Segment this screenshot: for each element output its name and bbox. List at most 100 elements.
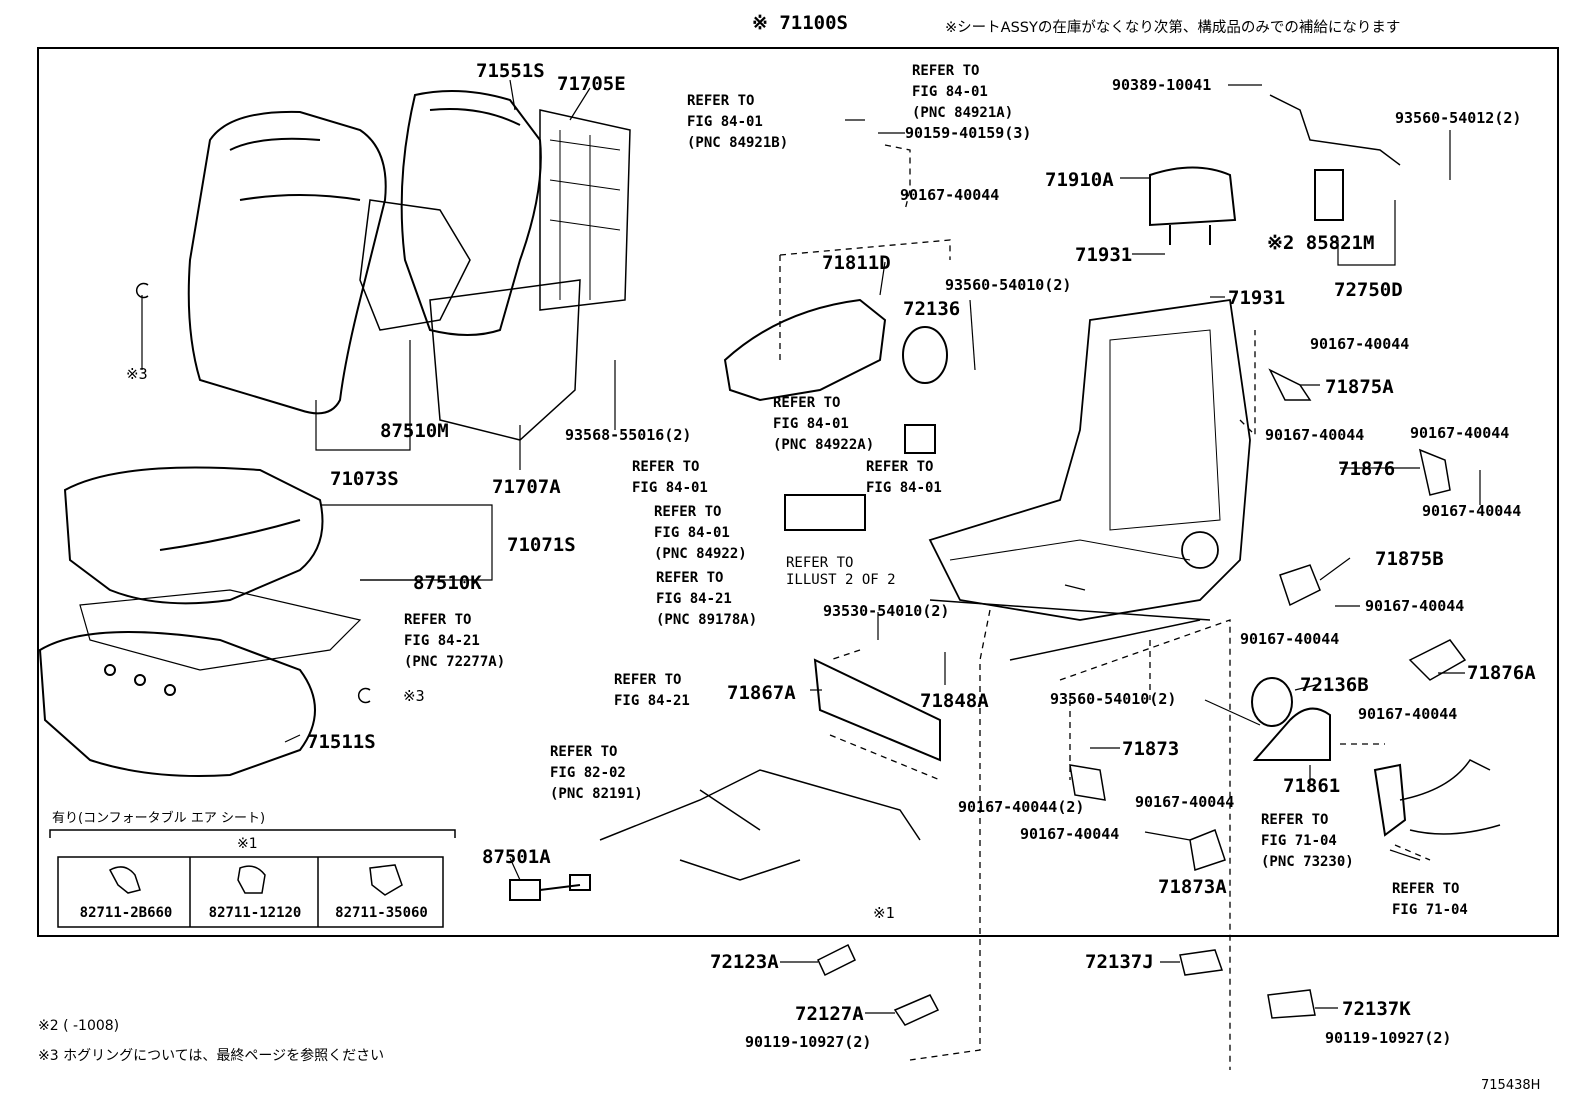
knob-72136B-drawing — [1251, 677, 1293, 727]
part-label[interactable]: ※2 85821M — [1267, 232, 1375, 254]
part-label[interactable]: 71910A — [1045, 169, 1114, 191]
refer-to-block[interactable]: REFER TO FIG 84-21 — [614, 670, 690, 712]
hog-ring-drawing-2 — [357, 687, 371, 704]
refer-to-block[interactable]: REFER TO FIG 84-01 (PNC 84921B) — [687, 91, 788, 154]
assembly-code: ※ 71100S — [752, 12, 848, 34]
ref-line: FIG 84-21 — [656, 591, 732, 607]
part-label[interactable]: 72136 — [903, 298, 961, 320]
clip-part-number[interactable]: 82711-2B660 — [79, 905, 173, 921]
part-label[interactable]: 71873 — [1122, 738, 1180, 760]
part-label[interactable]: 72123A — [710, 951, 779, 973]
part-label[interactable]: 90167-40044 — [1310, 335, 1410, 353]
bracket-71876-drawing — [1418, 448, 1451, 496]
part-label[interactable]: 71073S — [330, 468, 399, 490]
clip-icon-1 — [108, 866, 141, 894]
refer-to-block[interactable]: REFER TO FIG 84-01 — [632, 457, 708, 499]
refer-to-block[interactable]: REFER TO FIG 84-01 (PNC 84922A) — [773, 393, 874, 456]
stock-note: ※シートASSYの在庫がなくなり次第、構成品のみでの補給になります — [945, 20, 1401, 36]
part-label[interactable]: 90119-10927(2) — [745, 1033, 872, 1051]
refer-to-block[interactable]: REFER TO FIG 84-01 — [866, 457, 942, 499]
part-label[interactable]: 90167-40044 — [1422, 502, 1522, 520]
part-label[interactable]: 71511S — [307, 731, 376, 753]
part-label[interactable]: 90167-40044 — [1365, 597, 1465, 615]
part-label[interactable]: 90159-40159(3) — [905, 124, 1032, 142]
part-label[interactable]: 90167-40044 — [1410, 424, 1510, 442]
part-label[interactable]: 71867A — [727, 682, 796, 704]
part-label[interactable]: 93560-54010(2) — [1050, 690, 1177, 708]
part-label[interactable]: 71551S — [476, 60, 545, 82]
part-label[interactable]: 72137J — [1085, 951, 1154, 973]
part-label[interactable]: 90167-40044(2) — [958, 798, 1085, 816]
part-label[interactable]: 71876A — [1467, 662, 1536, 684]
switch-small-drawing — [904, 424, 936, 454]
ref-line: ILLUST 2 OF 2 — [786, 572, 896, 588]
refer-to-block[interactable]: REFER TO ILLUST 2 OF 2 — [786, 555, 896, 589]
cover-72127A-drawing — [893, 994, 940, 1026]
part-label[interactable]: 72136B — [1300, 674, 1369, 696]
part-label[interactable]: 72127A — [795, 1003, 864, 1025]
part-label[interactable]: 71811D — [822, 252, 891, 274]
part-label[interactable]: 90167-40044 — [1358, 705, 1458, 723]
part-label[interactable]: 71876 — [1338, 458, 1396, 480]
part-label[interactable]: 90167-40044 — [900, 186, 1000, 204]
part-label[interactable]: 71707A — [492, 476, 561, 498]
ref-line: (PNC 82191) — [550, 786, 643, 802]
ref-line: FIG 71-04 — [1261, 833, 1337, 849]
ref-line: FIG 84-01 — [773, 416, 849, 432]
leader-lines — [141, 79, 1481, 1014]
part-label[interactable]: 93568-55016(2) — [565, 426, 692, 444]
part-label[interactable]: 93560-54010(2) — [945, 276, 1072, 294]
clip-part-number[interactable]: 82711-12120 — [208, 905, 302, 921]
refer-to-block[interactable]: REFER TO FIG 71-04 (PNC 73230) — [1261, 810, 1354, 873]
part-label[interactable]: 71071S — [507, 534, 576, 556]
ref-line: REFER TO — [632, 459, 700, 475]
refer-to-block[interactable]: REFER TO FIG 82-02 (PNC 82191) — [550, 742, 643, 805]
clip-icon-2 — [237, 865, 266, 894]
part-label[interactable]: 93560-54012(2) — [1395, 109, 1522, 127]
wire-harness-drawing — [599, 769, 921, 881]
part-label[interactable]: 90119-10927(2) — [1325, 1029, 1452, 1047]
option-box-frame — [49, 829, 456, 928]
ref-line: FIG 84-01 — [654, 525, 730, 541]
part-label[interactable]: 71931 — [1228, 287, 1286, 309]
part-label[interactable]: 71875B — [1375, 548, 1444, 570]
hog-ring-note-mark: ※3 — [126, 365, 148, 383]
part-label[interactable]: 72137K — [1342, 998, 1411, 1020]
ref-line: FIG 84-21 — [404, 633, 480, 649]
part-label[interactable]: 90167-40044 — [1020, 825, 1120, 843]
dashed-lines — [779, 144, 1431, 1070]
ref-line: (PNC 73230) — [1261, 854, 1354, 870]
part-label[interactable]: 87510K — [413, 572, 482, 594]
ref-line: REFER TO — [912, 63, 980, 79]
bracket-71873A-drawing — [1189, 829, 1226, 871]
part-label[interactable]: 72750D — [1334, 279, 1403, 301]
hog-ring-note-mark: ※3 — [403, 687, 425, 705]
cover-72123A-drawing — [817, 943, 856, 977]
part-label[interactable]: 71875A — [1325, 376, 1394, 398]
knob-drawing — [902, 326, 948, 384]
refer-to-block[interactable]: REFER TO FIG 84-01 (PNC 84922) — [654, 502, 747, 565]
refer-to-block[interactable]: REFER TO FIG 84-01 (PNC 84921A) — [912, 61, 1013, 124]
part-label[interactable]: 71705E — [557, 73, 626, 95]
refer-to-block[interactable]: REFER TO FIG 84-21 (PNC 89178A) — [656, 568, 757, 631]
ref-line: (PNC 89178A) — [656, 612, 758, 628]
refer-to-block[interactable]: REFER TO FIG 71-04 — [1392, 879, 1468, 921]
ref-line: REFER TO — [654, 504, 722, 520]
part-label[interactable]: 87501A — [482, 846, 551, 868]
part-label[interactable]: 71861 — [1283, 775, 1341, 797]
part-label[interactable]: 90167-40044 — [1265, 426, 1365, 444]
clip-part-number[interactable]: 82711-35060 — [335, 905, 428, 921]
part-label[interactable]: 90167-40044 — [1135, 793, 1235, 811]
ref-line: REFER TO — [656, 570, 724, 586]
part-label[interactable]: 71931 — [1075, 244, 1133, 266]
part-label[interactable]: 90389-10041 — [1112, 76, 1212, 94]
part-label[interactable]: 87510M — [380, 420, 449, 442]
refer-to-block[interactable]: REFER TO FIG 84-21 (PNC 72277A) — [404, 610, 505, 673]
part-label[interactable]: 90167-40044 — [1240, 630, 1340, 648]
part-label[interactable]: 71848A — [920, 690, 989, 712]
part-label[interactable]: 71873A — [1158, 876, 1227, 898]
cover-72137J-drawing — [1179, 949, 1224, 976]
part-label[interactable]: 93530-54010(2) — [823, 602, 950, 620]
seatback-pad-drawing — [400, 90, 542, 336]
